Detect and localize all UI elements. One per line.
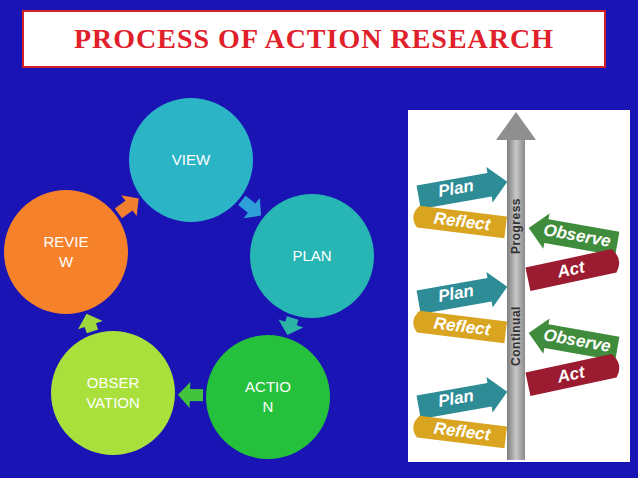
cycle-arrow xyxy=(279,316,304,335)
cycle-arrow xyxy=(238,196,261,219)
process-circle: REVIE W xyxy=(4,190,128,314)
ribbon-set xyxy=(412,164,621,448)
circle-label: REVIE W xyxy=(43,232,88,273)
circle-label: ACTIO N xyxy=(245,377,291,418)
cycle-arrow xyxy=(115,195,139,218)
white-panel xyxy=(408,110,630,462)
circle-label: PLAN xyxy=(292,246,331,266)
cycle-arrow xyxy=(78,314,103,334)
progress-arrow-shaft xyxy=(507,138,525,460)
arrow-label: Progress xyxy=(509,198,523,254)
title-text: PROCESS OF ACTION RESEARCH xyxy=(74,23,554,55)
circle-label: VIEW xyxy=(172,150,210,170)
process-circle: ACTIO N xyxy=(206,335,330,459)
arrow-label: Continual xyxy=(509,306,523,366)
cycle-arrow xyxy=(178,382,203,408)
title-box: PROCESS OF ACTION RESEARCH xyxy=(22,10,606,68)
process-circle: PLAN xyxy=(250,194,374,318)
reflect-ribbon xyxy=(412,205,507,238)
act-ribbon xyxy=(525,353,621,396)
process-circle: VIEW xyxy=(129,98,253,222)
act-ribbon xyxy=(525,248,621,291)
process-circle: OBSER VATION xyxy=(51,331,175,455)
progress-arrow-head xyxy=(496,112,536,140)
reflect-ribbon xyxy=(412,310,507,343)
reflect-ribbon xyxy=(412,415,507,448)
circle-label: OBSER VATION xyxy=(86,373,140,414)
